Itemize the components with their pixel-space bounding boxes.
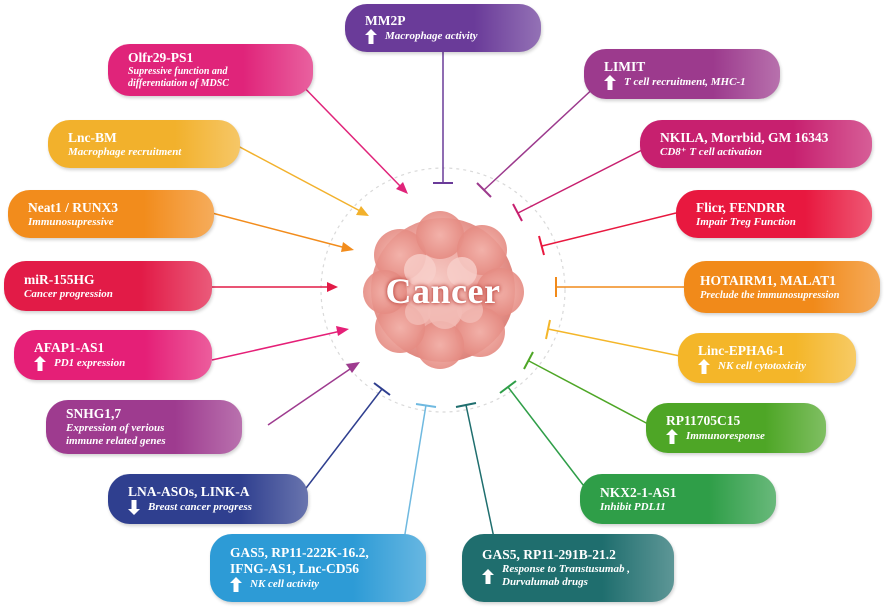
box-mm2p: MM2P Macrophage activity xyxy=(345,4,541,52)
box-flicr-line: Impair Treg Function xyxy=(696,215,796,228)
box-epha6-title: Linc-EPHA6-1 xyxy=(698,342,785,358)
box-mir155-line: Cancer progression xyxy=(24,287,113,300)
box-rp117-line: Immunoresponse xyxy=(686,429,765,442)
box-snhg: SNHG1,7 Expression of verious immune rel… xyxy=(46,400,242,454)
box-lncbm-line: Macrophage recruitment xyxy=(68,145,182,158)
box-mir155-title: miR-155HG xyxy=(24,271,95,287)
box-gas5b-title: GAS5, RP11-291B-21.2 xyxy=(482,547,616,562)
up-arrow-icon xyxy=(482,569,494,584)
up-arrow-icon xyxy=(698,358,710,374)
box-lncbm: Lnc-BM Macrophage recruitment xyxy=(48,120,240,168)
box-gas5b-line-1: Response to Transtusumab , xyxy=(502,563,630,575)
box-mir155: miR-155HG Cancer progression xyxy=(4,261,212,311)
connector-nkila xyxy=(517,149,643,214)
box-mm2p-line: Macrophage activity xyxy=(385,29,478,42)
down-arrow-icon xyxy=(128,499,140,515)
box-afap1-title: AFAP1-AS1 xyxy=(34,339,105,355)
connector-lncbm xyxy=(235,144,363,213)
box-limit: LIMIT T cell recruitment, MHC-1 xyxy=(584,49,780,99)
box-olfr29-title: Olfr29-PS1 xyxy=(128,50,194,65)
box-nkx2-line: Inhibit PDL11 xyxy=(600,500,666,513)
box-nkila-title: NKILA, Morrbid, GM 16343 xyxy=(660,129,829,145)
box-gas5b-line-2: Durvalumab drugs xyxy=(502,576,588,588)
up-arrow-icon xyxy=(230,576,242,592)
box-hotairm1-title: HOTAIRM1, MALAT1 xyxy=(700,272,836,288)
box-hotairm1: HOTAIRM1, MALAT1 Preclude the immunosupr… xyxy=(684,261,880,313)
up-arrow-icon xyxy=(666,428,678,444)
box-afap1-line: PD1 expression xyxy=(54,356,126,369)
connector-snhg xyxy=(267,366,354,426)
box-olfr29-line-1: Supressive function and xyxy=(128,66,228,77)
box-nkila: NKILA, Morrbid, GM 16343 CD8⁺ T cell act… xyxy=(640,120,872,168)
connector-rp117 xyxy=(528,360,651,426)
connector-epha6 xyxy=(547,328,681,357)
box-lnaaso: LNA-ASOs, LINK-A Breast cancer progress xyxy=(108,474,308,524)
box-gas5a-title: GAS5, RP11-222K-16.2, xyxy=(230,544,369,560)
box-epha6-line: NK cell cytotoxicity xyxy=(718,359,806,372)
up-arrow-icon xyxy=(34,355,46,371)
box-afap1: AFAP1-AS1 PD1 expression xyxy=(14,330,212,380)
box-flicr-title: Flicr, FENDRR xyxy=(696,199,786,215)
connector-gas5a xyxy=(403,404,427,541)
box-gas5a-line: NK cell activity xyxy=(250,577,320,590)
connector-lnaaso xyxy=(299,388,383,497)
box-flicr: Flicr, FENDRR Impair Treg Function xyxy=(676,190,872,238)
connector-gas5b xyxy=(465,404,495,539)
cancer-cell-cluster xyxy=(363,211,524,369)
box-snhg-line-1: Expression of verious xyxy=(66,422,165,434)
box-lnaaso-title: LNA-ASOs, LINK-A xyxy=(128,483,250,499)
box-neat1: Neat1 / RUNX3 Immunosupressive xyxy=(8,190,214,238)
box-epha6: Linc-EPHA6-1 NK cell cytotoxicity xyxy=(678,333,856,383)
box-gas5a: GAS5, RP11-222K-16.2, IFNG-AS1, Lnc-CD56… xyxy=(210,534,426,602)
box-olfr29-line-2: differentiation of MDSC xyxy=(128,78,229,89)
box-rp117-title: RP11705C15 xyxy=(666,412,741,428)
connector-limit xyxy=(483,83,599,191)
connector-flicr xyxy=(541,212,677,247)
box-rp117: RP11705C15 Immunoresponse xyxy=(646,403,826,453)
box-nkila-line: CD8⁺ T cell activation xyxy=(660,145,763,158)
box-snhg-title: SNHG1,7 xyxy=(66,406,122,421)
box-lnaaso-line: Breast cancer progress xyxy=(148,500,252,513)
box-nkx2-title: NKX2-1-AS1 xyxy=(600,484,677,500)
cancer-label: Cancer xyxy=(385,271,501,311)
box-neat1-title: Neat1 / RUNX3 xyxy=(28,199,118,215)
box-hotairm1-line: Preclude the immunosupression xyxy=(700,289,840,301)
connector-neat1 xyxy=(211,212,347,249)
up-arrow-icon xyxy=(604,74,616,90)
box-limit-line: T cell recruitment, MHC-1 xyxy=(624,75,746,88)
box-mm2p-title: MM2P xyxy=(365,12,406,28)
connectors xyxy=(211,52,684,541)
connector-afap1 xyxy=(211,330,342,361)
box-gas5a-title-2: IFNG-AS1, Lnc-CD56 xyxy=(230,560,360,576)
box-nkx2: NKX2-1-AS1 Inhibit PDL11 xyxy=(580,474,776,524)
up-arrow-icon xyxy=(365,28,377,44)
box-gas5b: GAS5, RP11-291B-21.2 Response to Transtu… xyxy=(462,534,674,602)
box-snhg-line-2: immune related genes xyxy=(66,435,166,447)
box-neat1-line: Immunosupressive xyxy=(28,215,114,228)
box-limit-title: LIMIT xyxy=(604,58,646,74)
box-lncbm-title: Lnc-BM xyxy=(68,129,117,145)
connector-olfr29 xyxy=(294,77,403,189)
connector-nkx2 xyxy=(507,386,591,495)
box-olfr29: Olfr29-PS1 Supressive function and diffe… xyxy=(108,44,313,96)
